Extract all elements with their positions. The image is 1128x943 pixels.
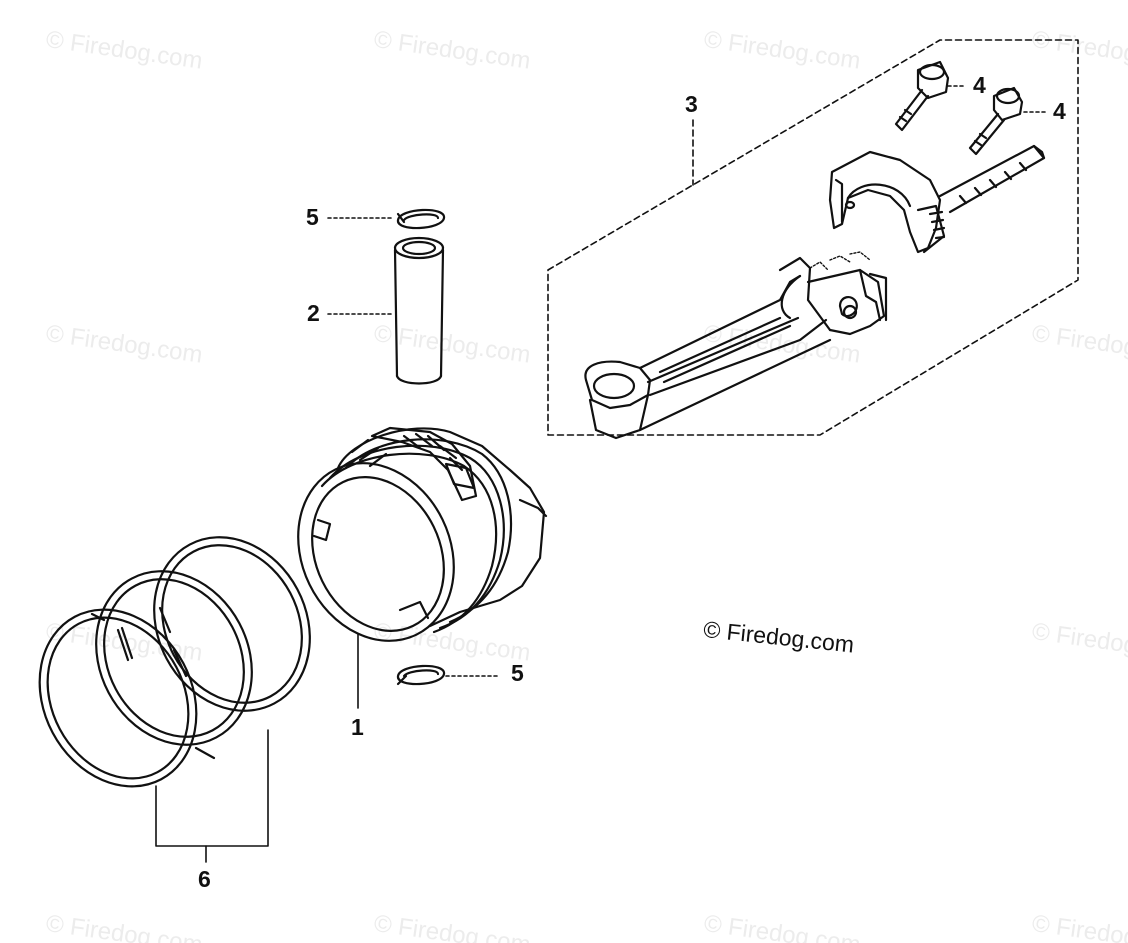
rod-bolt-left <box>894 60 950 132</box>
callout-rod-bolt-b: 4 <box>1053 98 1066 124</box>
callout-clip-top: 5 <box>306 204 319 230</box>
rod-bolt-right <box>968 86 1024 156</box>
connecting-rod-set-outline <box>547 39 1079 436</box>
piston-pin-clip-bottom <box>396 664 446 686</box>
callout-piston-ring-set: 6 <box>198 866 211 892</box>
callout-rod-bolt-a: 4 <box>973 72 986 98</box>
piston-ring-set <box>38 536 311 788</box>
piston-pin-clip-top <box>396 208 446 230</box>
callout-piston-pin: 2 <box>307 300 320 326</box>
callout-clip-bottom: 5 <box>511 660 524 686</box>
piston-pin <box>393 236 445 385</box>
callout-piston: 1 <box>351 714 364 740</box>
rod-cap <box>828 144 1046 254</box>
callout-connecting-rod-set: 3 <box>685 91 698 117</box>
piston <box>297 426 548 642</box>
bracket-6 <box>155 729 269 847</box>
connecting-rod <box>584 251 888 440</box>
